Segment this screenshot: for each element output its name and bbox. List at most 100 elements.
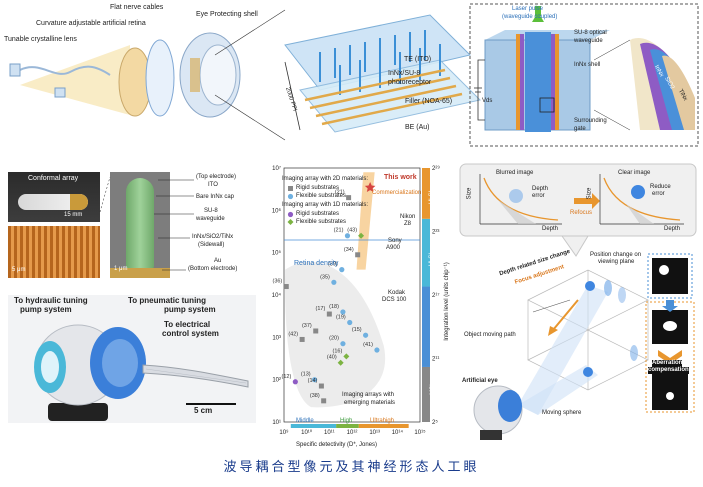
y-tick-label: 10¹ bbox=[272, 420, 281, 426]
eye-exploded-illustration bbox=[9, 3, 699, 147]
label-bottom-2: (Bottom electrode) bbox=[188, 266, 238, 272]
data-label: (20) bbox=[329, 336, 339, 342]
data-point-flex-2d bbox=[363, 332, 369, 338]
x-tick-label: 10⁹ bbox=[279, 429, 289, 436]
label-photoreceptor-1: InNx/SU-8 bbox=[388, 70, 421, 77]
data-point-flex-2d bbox=[340, 309, 346, 315]
data-label: (40) bbox=[327, 355, 337, 361]
annotation-emerging-1: Imaging arrays with bbox=[342, 392, 395, 398]
annotation-sony-2: A900 bbox=[386, 245, 401, 251]
focus-schematic bbox=[459, 163, 697, 440]
label-position-change-2: viewing plane bbox=[598, 259, 635, 265]
band-high: High bbox=[340, 418, 353, 424]
band-middle: Middle bbox=[296, 418, 314, 424]
data-point-rigid-2d bbox=[283, 284, 289, 290]
data-label: (36) bbox=[272, 279, 282, 285]
data-label: (42) bbox=[288, 331, 298, 337]
label-electrical-1: To electrical bbox=[164, 320, 211, 329]
annotation-kodak-1: Kodak bbox=[388, 290, 406, 296]
commercialization-region bbox=[356, 172, 375, 270]
label-innx-shell: InNx shell bbox=[574, 62, 601, 68]
label-pneumatic-1: To pneumatic tuning bbox=[128, 296, 207, 305]
label-hydraulic-1: To hydraulic tuning bbox=[14, 296, 88, 305]
label-bare-innx: Bare InNx cap bbox=[196, 194, 235, 200]
label-electrical-2: control system bbox=[162, 329, 219, 338]
data-point-flex-2d bbox=[339, 267, 345, 273]
legend-marker-1d-rigid bbox=[287, 211, 294, 218]
data-point-rigid-2d bbox=[326, 311, 332, 317]
band-ulsi-bar bbox=[422, 168, 430, 219]
y-tick-label: 10⁶ bbox=[272, 207, 282, 214]
data-point-flex-1d bbox=[358, 232, 365, 239]
figure-caption: 波导耦合型像元及其神经形态人工眼 bbox=[223, 460, 480, 475]
label-top-electrode-2: ITO bbox=[208, 182, 218, 188]
band-lsi: LSI bbox=[431, 328, 438, 339]
label-curvature-retina: Curvature adjustable artificial retina bbox=[36, 20, 146, 27]
label-artificial-eye: Artificial eye bbox=[462, 378, 498, 384]
chart-ylabel: Integration level (units chip⁻¹) bbox=[443, 262, 450, 341]
data-label: (34) bbox=[344, 247, 354, 253]
band-msi-bar bbox=[422, 366, 430, 422]
data-point-rigid-2d bbox=[355, 252, 361, 258]
x-tick-label: 10¹⁰ bbox=[301, 429, 313, 436]
y-tick-label: 10⁷ bbox=[272, 165, 281, 172]
chart-xlabel: Specific detectivity (D*, Jones) bbox=[296, 442, 378, 448]
annotation-emerging-2: emerging materials bbox=[344, 400, 396, 406]
label-sidewall-2: (Sidewall) bbox=[198, 242, 225, 248]
band-vlsi-bar bbox=[422, 218, 430, 287]
y-right-tick-label: 2¹⁷ bbox=[432, 292, 440, 299]
label-photoreceptor-2: photoreceptor bbox=[388, 79, 432, 86]
x-tick-label: 10¹¹ bbox=[324, 430, 335, 436]
y-right-tick-label: 2⁵ bbox=[432, 419, 438, 426]
label-gate-1: Surrounding bbox=[574, 118, 607, 124]
x-tick-label: 10¹⁵ bbox=[414, 429, 426, 436]
data-point-flex-2d bbox=[331, 279, 337, 285]
legend-item-2d-flex: Flexible substrates bbox=[296, 193, 347, 199]
label-be-au: BE (Au) bbox=[405, 124, 430, 131]
data-point-rigid-2d bbox=[318, 383, 324, 389]
label-bottom-1: Au bbox=[214, 258, 222, 264]
annotation-kodak-2: DCS 100 bbox=[382, 297, 407, 303]
data-label: (38) bbox=[310, 393, 320, 399]
annotation-nikon-2: Z8 bbox=[404, 221, 412, 227]
y-tick-label: 10⁴ bbox=[272, 292, 282, 299]
y-tick-label: 10² bbox=[272, 378, 281, 384]
data-label: (14) bbox=[308, 378, 318, 384]
data-point-rigid-1d bbox=[292, 379, 298, 385]
data-point-flex-2d bbox=[374, 347, 380, 353]
band-high-bar bbox=[336, 424, 359, 428]
data-point-flex-2d bbox=[312, 377, 318, 383]
label-reduce-error-1: Reduce bbox=[650, 184, 671, 190]
annotation-retina-density: Retina density bbox=[294, 260, 339, 267]
emerging-region bbox=[285, 261, 386, 408]
photo-array-pattern bbox=[8, 226, 100, 278]
data-label: (35) bbox=[320, 274, 330, 280]
data-label: (17) bbox=[316, 306, 326, 312]
panel-b: Conformal array 15 mm 5 μm 1 μm (Top ele… bbox=[8, 172, 268, 278]
data-point-flex-2d bbox=[340, 341, 346, 347]
y-tick-label: 10⁵ bbox=[272, 250, 282, 257]
label-aberration-1: Aberration bbox=[652, 360, 683, 367]
label-eye-shell: Eye Protecting shell bbox=[196, 11, 258, 18]
data-label: (21) bbox=[335, 190, 345, 196]
x-tick-label: 10¹⁴ bbox=[392, 429, 404, 436]
data-point-rigid-2d bbox=[299, 336, 305, 342]
legend-item-1d-rigid: Rigid substrates bbox=[296, 211, 340, 217]
label-top-electrode-1: (Top electrode) bbox=[196, 174, 237, 180]
band-vlsi: VLSI bbox=[429, 252, 436, 267]
band-msi: MSI bbox=[429, 384, 436, 395]
photo-conformal-array bbox=[8, 172, 100, 222]
label-depth-error-1: Depth bbox=[532, 186, 549, 192]
label-position-change-1: Position change on bbox=[590, 252, 642, 258]
label-su8-waveguide-1: SU-8 optical bbox=[574, 30, 607, 36]
data-point-flex-1d bbox=[343, 353, 350, 360]
legend-item-2d-rigid: Rigid substrates bbox=[296, 185, 340, 191]
annotation-this-work: This work bbox=[384, 174, 417, 181]
label-te-ito: TE (ITO) bbox=[404, 56, 432, 63]
label-conformal-array: Conformal array bbox=[28, 175, 79, 182]
label-refocus: Refocus bbox=[570, 210, 593, 216]
label-laser-pulse-1: Laser pulse bbox=[512, 6, 544, 12]
label-depth-1: Depth bbox=[542, 226, 559, 232]
label-scale-15mm: 15 mm bbox=[64, 212, 83, 218]
